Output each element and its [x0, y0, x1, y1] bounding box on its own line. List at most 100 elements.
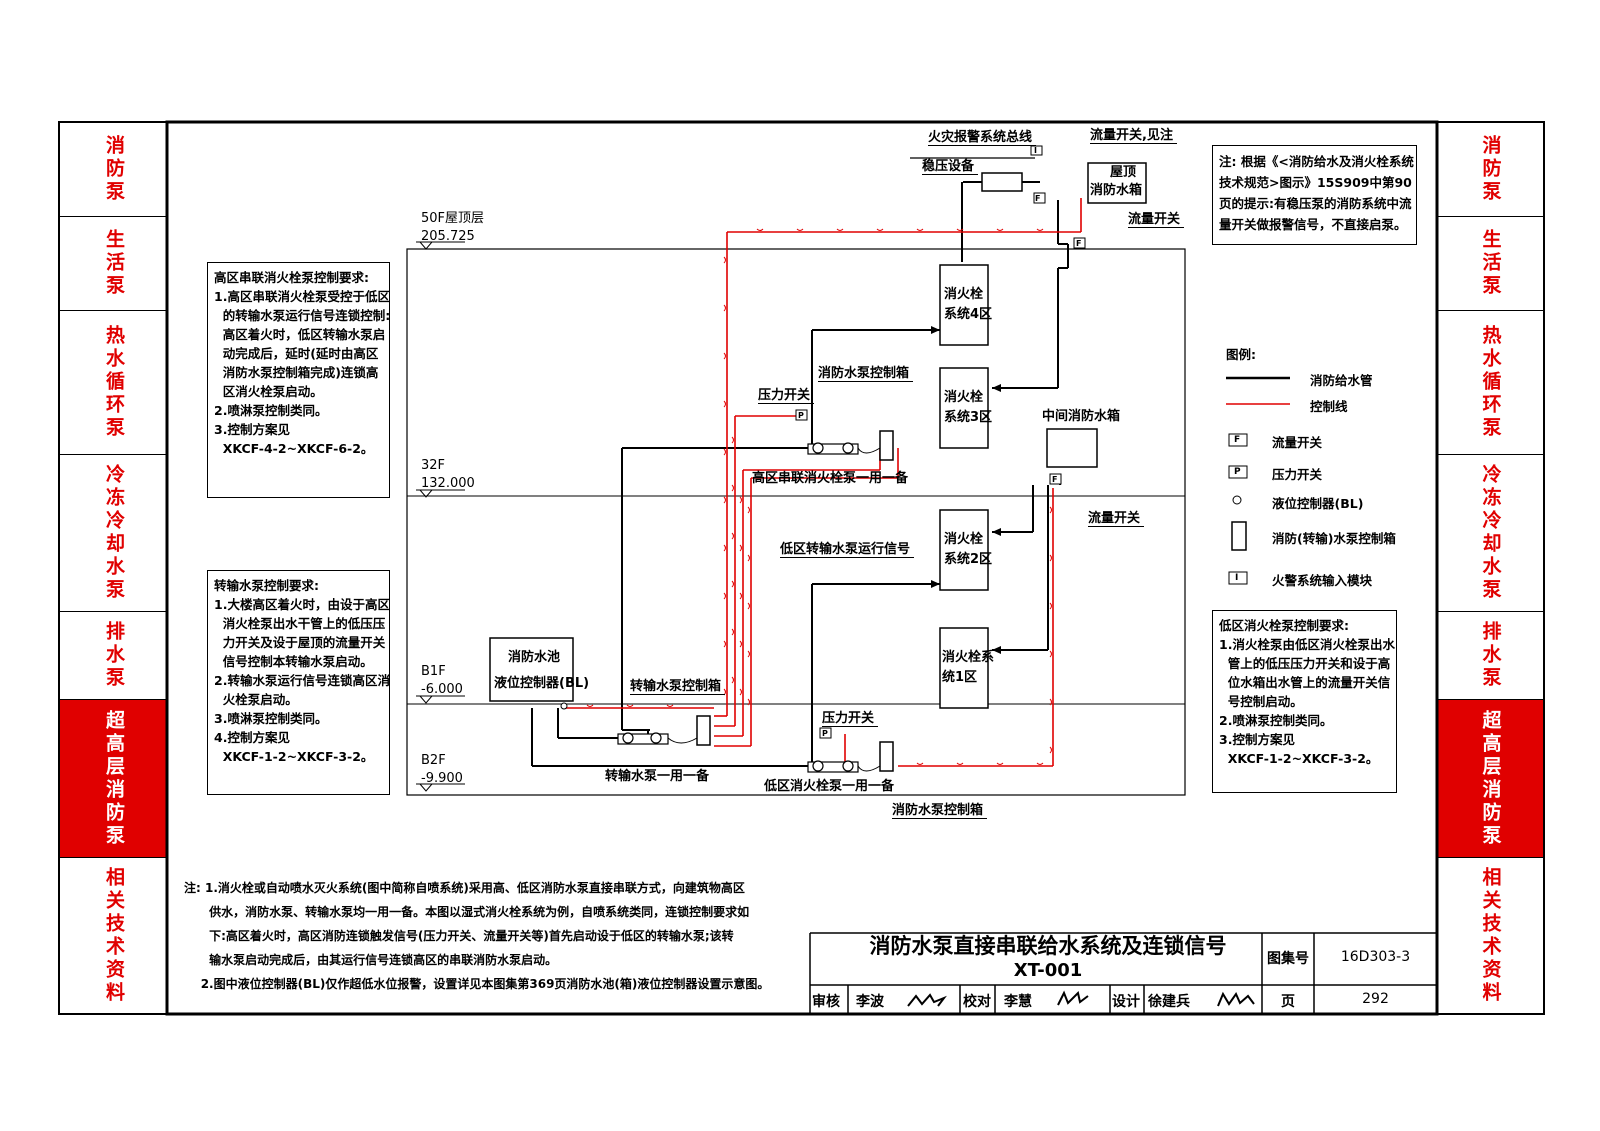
control-line-ticks: [586, 228, 1052, 765]
left-tab-label: 冷冻冷却水泵: [103, 464, 125, 602]
low-zone-panel-line: 位水箱出水管上的流量开关信: [1219, 675, 1391, 690]
legend-pressure-switch-symbol: P: [1234, 467, 1241, 477]
tip-panel-line: 注: 根据《<消防给水及消火栓系统: [1219, 154, 1414, 169]
control-line-tick: [626, 704, 634, 707]
left-tab-3[interactable]: 热水循环泵: [60, 311, 167, 455]
right-tab-3[interactable]: 热水循环泵: [1437, 311, 1543, 455]
pump-high-zone: [807, 442, 859, 455]
left-tab-6[interactable]: 超高层消防泵: [60, 700, 167, 858]
high-zone-panel-line: 消防水泵控制箱完成)连锁高: [214, 365, 379, 380]
left-tab-2[interactable]: 生活泵: [60, 217, 167, 311]
right-tab-label: 热水循环泵: [1479, 325, 1502, 440]
floor-name-roof: 50F屋顶层: [421, 211, 485, 226]
control-line-tick: [723, 544, 726, 552]
tip-panel-line: 技术规范>图示》15S909中第90: [1219, 175, 1412, 190]
label-roof-tank-2: 消防水箱: [1090, 183, 1143, 198]
control-line-tick: [1049, 746, 1052, 754]
transfer-panel-line: 转输水泵控制要求:: [214, 578, 319, 593]
transfer-panel-line: 消火栓泵出水干管上的低压压: [214, 616, 386, 631]
control-line-tick: [731, 484, 734, 492]
transfer-panel-line: 信号控制本转输水泵启动。: [214, 654, 373, 669]
right-tab-5[interactable]: 排水泵: [1437, 612, 1543, 700]
code-tip-panel: 注: 根据《<消防给水及消火栓系统技术规范>图示》15S909中第90 页的提示:…: [1212, 145, 1417, 245]
label-transfer-pump: 转输水泵一用一备: [605, 769, 710, 784]
high-zone-panel-line: 的转输水泵运行信号连锁控制:: [214, 308, 391, 323]
label-fire-pump-control-box-top: 消防水泵控制箱: [818, 366, 914, 382]
control-line-tick: [1036, 762, 1044, 765]
legend-label-control-box: 消防(转输)水泵控制箱: [1272, 531, 1396, 546]
control-line-tick: [723, 304, 726, 312]
right-tab-label: 排水泵: [1479, 621, 1502, 690]
transfer-panel-line: 3.喷淋泵控制类同。: [214, 711, 328, 726]
control-line-tick: [747, 602, 750, 610]
label-fire-pump-control-box-bottom: 消防水泵控制箱: [892, 803, 988, 819]
label-flow-switch-see-note: 流量开关,见注: [1090, 128, 1177, 144]
pressure-switch-symbol-high: P: [798, 411, 804, 420]
building-outline: [406, 248, 1186, 796]
low-zone-panel-line: 低区消火栓泵控制要求:: [1219, 618, 1349, 633]
control-line-tick: [739, 688, 742, 696]
left-tab-label: 相关技术资料: [103, 866, 125, 1005]
zone-4-box: [939, 264, 989, 346]
legend-label-flow-switch: 流量开关: [1272, 435, 1323, 450]
control-line-tick: [723, 688, 726, 696]
flow-switch-symbol-roof-2: F: [1076, 239, 1082, 248]
control-line-tick: [731, 676, 734, 684]
right-tab-4[interactable]: 冷冻冷却水泵: [1437, 455, 1543, 612]
legend-flow-switch-box: [1228, 433, 1248, 447]
signature-design: [1217, 991, 1255, 1007]
check-label: 校对: [963, 994, 991, 1010]
low-zone-panel-line: XKCF-1-2~XKCF-3-2。: [1219, 751, 1379, 766]
alarm-module-roof: [1030, 145, 1043, 156]
control-line-tick: [723, 592, 726, 600]
left-tab-4[interactable]: 冷冻冷却水泵: [60, 455, 167, 612]
pressure-switch-symbol-low: P: [822, 729, 828, 738]
control-line-tick: [747, 506, 750, 514]
control-line-tick: [916, 228, 924, 231]
label-high-zone-pump: 高区串联消火栓泵一用一备: [752, 471, 909, 486]
legend-alarm-module-box: [1228, 571, 1248, 585]
right-tab-2[interactable]: 生活泵: [1437, 217, 1543, 311]
right-tab-label: 相关技术资料: [1479, 866, 1502, 1005]
left-tab-5[interactable]: 排水泵: [60, 612, 167, 700]
label-zone4-line1: 消火栓: [944, 287, 984, 302]
level-marker-b1f: [416, 695, 465, 704]
design-name: 徐建兵: [1148, 994, 1190, 1010]
transfer-control-box: [696, 715, 711, 746]
label-flow-switch-2: 流量开关: [1088, 511, 1145, 527]
control-line-tick: [956, 762, 964, 765]
control-line-tick: [723, 400, 726, 408]
left-tab-label: 消防泵: [103, 134, 125, 204]
control-line-tick: [1049, 554, 1052, 562]
transfer-panel-line: 1.大楼高区着火时，由设于高区: [214, 597, 390, 612]
transfer-pump-requirements-panel: 转输水泵控制要求: 1.大楼高区着火时，由设于高区 消火栓泵出水干管上的低压压 力…: [207, 570, 390, 795]
tip-panel-line: 页的提示:有稳压泵的消防系统中流: [1219, 196, 1412, 211]
legend-label-pressure-switch: 压力开关: [1272, 467, 1323, 482]
control-line-tick: [739, 544, 742, 552]
right-tab-1[interactable]: 消防泵: [1437, 122, 1543, 217]
floor-elev-32f: 132.000: [421, 476, 475, 491]
high-zone-panel-line: 区消火栓泵启动。: [214, 384, 323, 399]
design-label: 设计: [1112, 994, 1140, 1010]
left-tab-1[interactable]: 消防泵: [60, 122, 167, 217]
transfer-panel-line: 力开关及设于屋顶的流量开关: [214, 635, 386, 650]
general-notes: 注: 1.消火栓或自动喷水灭火系统(图中简称自喷系统)采用高、低区消防水泵直接串…: [184, 876, 804, 996]
control-line-tick: [996, 228, 1004, 231]
left-tab-label: 生活泵: [103, 229, 125, 298]
control-line-tick: [731, 628, 734, 636]
legend-level-circle: [1232, 495, 1242, 505]
control-line-tick: [731, 580, 734, 588]
label-pool-line2: 液位控制器(BL): [494, 676, 590, 691]
flow-switch-symbol-roof: F: [1035, 194, 1041, 203]
right-tab-6[interactable]: 超高层消防泵: [1437, 700, 1543, 858]
pump-transfer: [617, 732, 669, 745]
low-zone-panel-line: 管上的低压压力开关和设于高: [1219, 656, 1391, 671]
flow-switch-roof-2: [1073, 237, 1086, 249]
label-zone3-line1: 消火栓: [944, 390, 984, 405]
level-marker-32f: [416, 489, 465, 498]
label-zone2-line1: 消火栓: [944, 532, 984, 547]
left-tab-label: 排水泵: [103, 621, 125, 690]
legend-flow-switch-symbol: F: [1234, 435, 1241, 445]
legend-alarm-module-symbol: I: [1235, 573, 1239, 583]
